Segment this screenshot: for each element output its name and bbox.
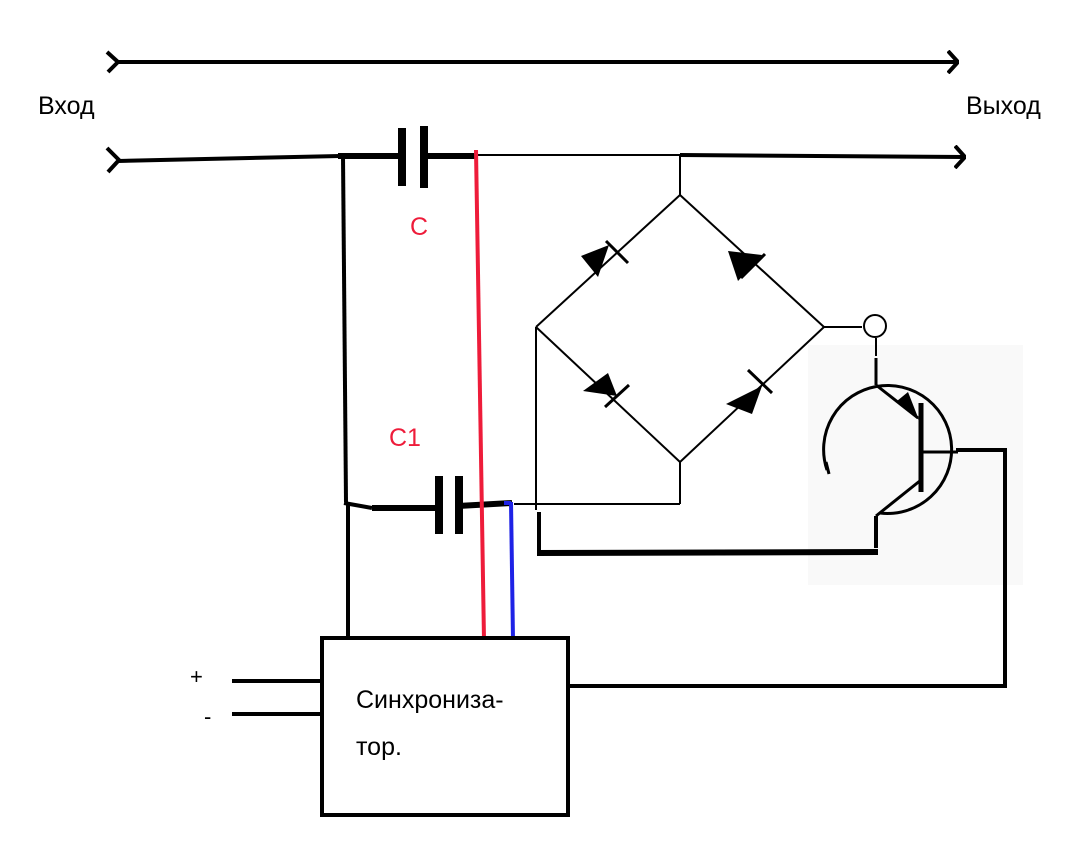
capacitor-c bbox=[398, 126, 428, 188]
output-terminal-icon bbox=[863, 314, 887, 338]
left-vertical-wire bbox=[341, 155, 348, 503]
diode-top-left bbox=[581, 239, 630, 277]
transistor-icon bbox=[822, 358, 958, 548]
transistor-background-ghost bbox=[808, 345, 1023, 585]
top-signal-line bbox=[105, 52, 958, 72]
capacitor-c-label: C bbox=[410, 213, 428, 241]
red-wire bbox=[474, 149, 486, 641]
bottom-return-wire bbox=[536, 512, 879, 556]
c1-branch-wire bbox=[343, 500, 680, 511]
diode-top-right bbox=[728, 251, 767, 281]
power-input-wires bbox=[232, 679, 322, 716]
capacitor-c1 bbox=[435, 476, 463, 534]
blue-wire bbox=[504, 501, 515, 641]
input-label: Вход bbox=[38, 92, 95, 120]
minus-label: - bbox=[204, 704, 211, 729]
synchronizer-label-line2: тор. bbox=[356, 733, 402, 761]
output-label: Выход bbox=[966, 92, 1041, 120]
diode-bottom-right bbox=[726, 368, 774, 414]
diode-bottom-left bbox=[583, 373, 631, 409]
input-tail-icon bbox=[105, 146, 122, 174]
right-control-wire bbox=[566, 448, 1007, 688]
synchronizer-block bbox=[320, 636, 570, 817]
plus-label: + bbox=[190, 664, 203, 689]
capacitor-c1-label: C1 bbox=[389, 424, 421, 452]
synchronizer-label-line1: Синхрониза- bbox=[356, 686, 504, 714]
main-signal-line bbox=[105, 146, 965, 174]
